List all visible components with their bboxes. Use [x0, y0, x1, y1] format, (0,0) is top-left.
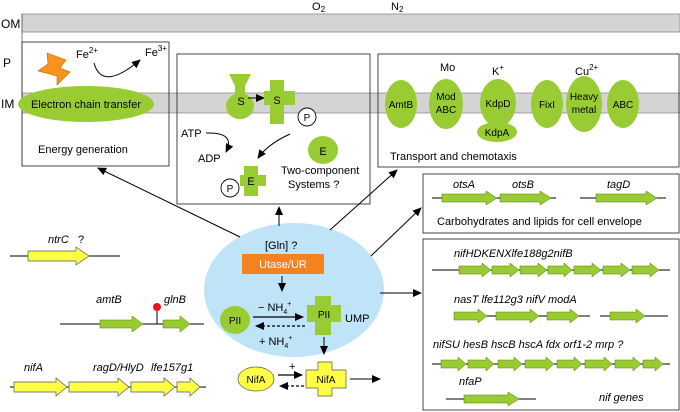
ntrc-question: ?	[78, 234, 84, 246]
svg-text:Mod: Mod	[436, 92, 455, 103]
left-yellow-genes	[13, 377, 201, 397]
nifa-active-protein	[305, 361, 347, 397]
nif-row1-label: nifHDKENXlfe188g2nifB	[454, 248, 573, 260]
sensor-s1	[226, 74, 255, 120]
svg-text:P: P	[227, 184, 234, 195]
phosphate-p2	[220, 178, 240, 198]
plus-label: +	[289, 361, 295, 373]
svg-text:NifA: NifA	[247, 375, 266, 386]
svg-text:FixI: FixI	[539, 100, 555, 111]
transport-caption: Transport and chemotaxis	[390, 151, 517, 163]
nif-row2-label: nasT lfe112g3 nifV modA	[454, 294, 577, 306]
mo-label: Mo	[440, 62, 455, 74]
svg-text:KdpA: KdpA	[485, 128, 510, 139]
svg-text:KdpD: KdpD	[485, 99, 510, 110]
nif-row3-label: nifSU hesB hscB hscA fdx orf1-2 mrp ?	[433, 339, 624, 351]
nh4-minus-label: − NH4+	[258, 301, 291, 316]
gene-tagd	[595, 190, 658, 206]
gene-glnb	[162, 315, 191, 333]
glnb-gene-label: glnB	[164, 294, 186, 306]
pii-protein	[220, 306, 250, 334]
ragd-gene-label: ragD/HlyD	[93, 362, 144, 374]
o2-label: O2	[312, 1, 326, 14]
svg-text:AmtB: AmtB	[389, 100, 414, 111]
nif-row3-genes	[440, 356, 664, 372]
gene-amtb	[99, 315, 144, 333]
amtb-transporter	[385, 80, 417, 128]
ump-label: UMP	[345, 313, 369, 325]
fixi-protein	[531, 80, 563, 128]
terminator-icon	[153, 303, 161, 311]
svg-text:S: S	[237, 96, 244, 108]
svg-text:E: E	[319, 146, 326, 158]
k-label: K+	[492, 63, 504, 78]
cu-label: Cu2+	[575, 63, 599, 78]
carbs-caption: Carbohydrates and lipids for cell envelo…	[437, 216, 642, 228]
kdpa-protein	[477, 122, 517, 142]
gene-ntrc	[27, 246, 90, 266]
heavy-metal-transporter	[566, 76, 602, 132]
electron-chain-label: Electron chain transfer	[31, 99, 141, 111]
sensor-s2	[264, 80, 295, 124]
gene-nfap	[463, 391, 520, 407]
electron-chain-ellipse	[18, 86, 154, 122]
pii-ump-protein	[307, 296, 341, 335]
svg-text:Heavy: Heavy	[570, 92, 598, 103]
nif-caption: nif genes	[599, 392, 644, 404]
gln-label: [Gln] ?	[265, 240, 297, 252]
transport-box	[377, 53, 680, 168]
lfe157-gene-label: lfe157g1	[151, 362, 193, 374]
carbs-box	[422, 173, 680, 234]
svg-text:S: S	[273, 95, 280, 107]
otsa-label: otsA	[453, 179, 475, 191]
svg-text:P: P	[304, 113, 311, 124]
ntrc-label: ntrC	[48, 234, 69, 246]
energy-caption: Energy generation	[38, 144, 128, 156]
om-label: OM	[1, 17, 20, 31]
kdpd-protein	[480, 79, 516, 127]
nif-box	[422, 238, 680, 411]
lightning-icon	[37, 52, 71, 86]
nif-row2-genes	[453, 308, 646, 324]
nh4-plus-label: + NH4+	[259, 335, 292, 350]
im-label: IM	[1, 97, 14, 111]
tagd-label: tagD	[607, 179, 630, 191]
svg-text:E: E	[247, 176, 254, 188]
nif-row4-label: nfaP	[459, 376, 482, 388]
amtb-gene-label: amtB	[96, 294, 122, 306]
svg-text:metal: metal	[572, 105, 596, 116]
gene-otsb	[499, 190, 552, 206]
n2-label: N2	[391, 1, 404, 14]
fe2-label: Fe2+	[76, 46, 98, 61]
svg-text:ABC: ABC	[436, 105, 457, 116]
svg-text:NifA: NifA	[317, 375, 336, 386]
nifa-protein	[237, 366, 275, 392]
abc-transporter	[607, 80, 639, 128]
svg-text:PII: PII	[318, 310, 330, 321]
svg-text:PII: PII	[229, 316, 241, 327]
regulator-e1	[308, 136, 338, 164]
regulator-e2	[240, 166, 266, 196]
nifa-gene-label: nifA	[24, 362, 43, 374]
nif-row1-genes	[458, 262, 660, 278]
gene-otsa	[441, 190, 498, 206]
modabc-transporter	[429, 79, 463, 129]
adp-label: ADP	[198, 153, 221, 165]
otsb-label: otsB	[512, 179, 534, 191]
utase-box	[242, 254, 324, 274]
fe3-label: Fe3+	[145, 44, 167, 59]
two-component-box	[176, 53, 371, 205]
svg-text:Utase/UR: Utase/UR	[259, 259, 307, 271]
phosphate-p1	[297, 107, 317, 127]
svg-text:ABC: ABC	[613, 100, 634, 111]
outer-membrane	[21, 13, 680, 33]
two-component-caption-1: Two-component	[281, 165, 359, 177]
two-component-caption-2: Systems ?	[288, 179, 339, 191]
atp-label: ATP	[181, 128, 202, 140]
p-label: P	[3, 56, 11, 70]
